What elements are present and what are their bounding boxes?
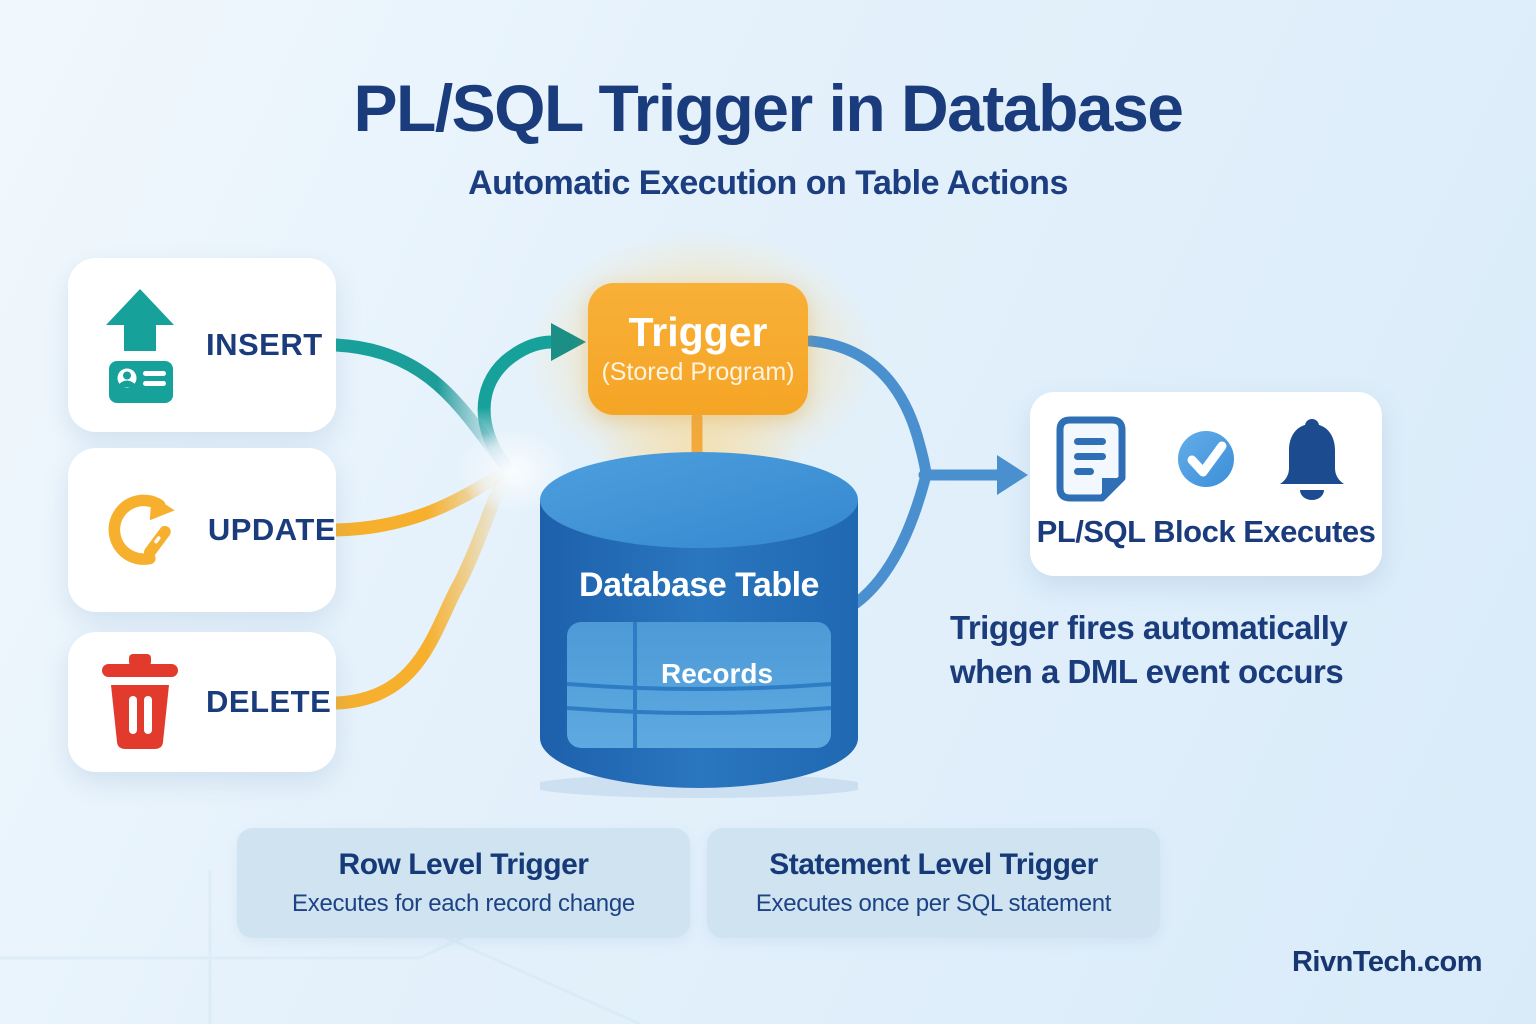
page-subtitle: Automatic Execution on Table Actions [468,164,1068,202]
trigger-box: Trigger (Stored Program) [588,283,808,415]
delete-action-card: DELETE [68,632,336,772]
delete-trash-icon [102,654,178,749]
trigger-box-subtitle: (Stored Program) [601,358,795,387]
bell-icon [1280,419,1344,500]
records-label: Records [660,658,774,689]
watermark: RivnTech.com [1291,946,1483,978]
insert-label: INSERT [206,327,323,362]
page-title: PL/SQL Trigger in Database [353,71,1184,145]
delete-arrow-path [329,478,507,710]
table-to-result-path [846,473,931,612]
check-circle-icon [1178,431,1234,487]
trigger-note-line2: when a DML event occurs [950,652,1344,690]
insert-action-card: INSERT [68,258,336,432]
update-label: UPDATE [207,512,336,547]
update-action-card: UPDATE [68,448,336,612]
trigger-note: Trigger fires automatically when a DML e… [950,606,1390,694]
result-icons [1056,416,1344,502]
records-panel [566,622,832,748]
result-arrowhead [997,455,1028,495]
insert-upload-record-icon [106,289,174,403]
trigger-arrowhead [551,323,586,361]
result-card-label: PL/SQL Block Executes [1036,514,1376,549]
trigger-note-line1: Trigger fires automatically [950,609,1348,646]
row-level-trigger-description: Executes for each record change [292,890,635,917]
trigger-to-result-path [804,335,932,480]
statement-level-trigger-description: Executes once per SQL statement [755,890,1112,917]
statement-level-trigger-title: Statement Level Trigger [769,848,1098,881]
statement-level-trigger-pill: Statement Level Trigger Executes once pe… [707,828,1160,938]
database-cylinder [540,452,858,798]
row-level-trigger-title: Row Level Trigger [338,848,589,881]
delete-label: DELETE [206,684,332,719]
database-table-title: Database Table [579,566,819,604]
result-card: PL/SQL Block Executes [1030,392,1382,576]
update-refresh-pencil-icon [108,494,175,565]
row-level-trigger-pill: Row Level Trigger Executes for each reco… [237,828,690,938]
document-icon [1056,416,1126,502]
trigger-box-title: Trigger [628,308,768,355]
